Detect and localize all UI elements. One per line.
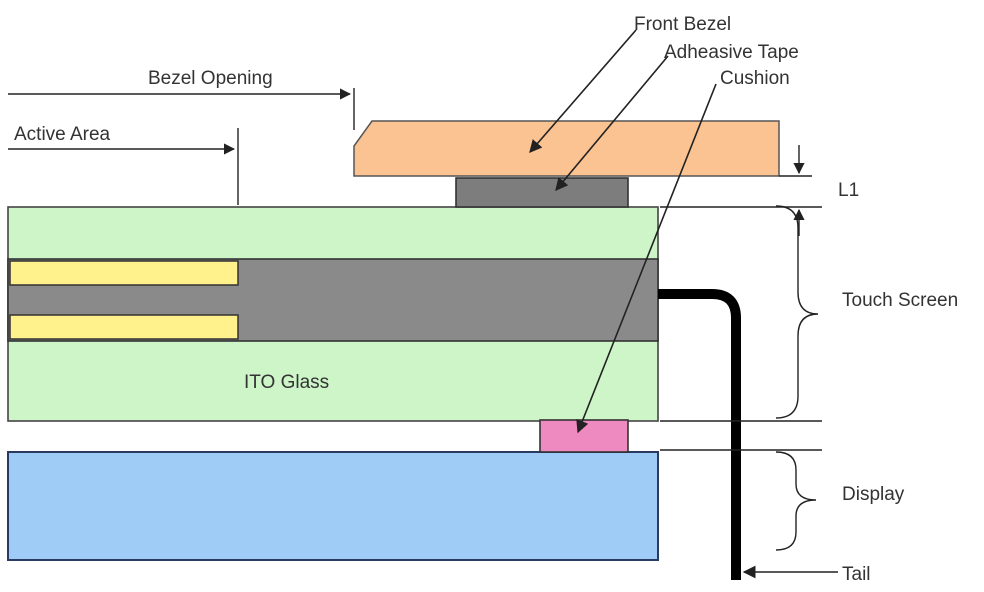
electrode-bottom [9,314,239,340]
cushion-leader [576,83,717,434]
label-cushion: Cushion [720,68,790,89]
label-active-area: Active Area [14,124,111,145]
label-l1: L1 [838,180,859,201]
label-display: Display [842,484,905,505]
flex-tail [658,289,741,580]
adhesive-tape-leader [555,55,669,191]
touch-screen-brace [775,205,819,419]
front-bezel-leader [529,29,637,153]
label-touch-screen: Touch Screen [842,290,958,311]
front-bezel [353,120,780,177]
label-front-bezel: Front Bezel [634,14,731,35]
label-tail: Tail [842,564,871,585]
cushion [539,419,629,453]
label-ito-glass: ITO Glass [244,372,329,393]
display-brace [775,451,817,551]
display-panel [7,451,659,561]
adhesive-tape [455,177,629,208]
electrode-top [9,260,239,286]
label-bezel-opening: Bezel Opening [148,68,273,89]
label-adhesive-tape: Adheasive Tape [664,42,799,63]
